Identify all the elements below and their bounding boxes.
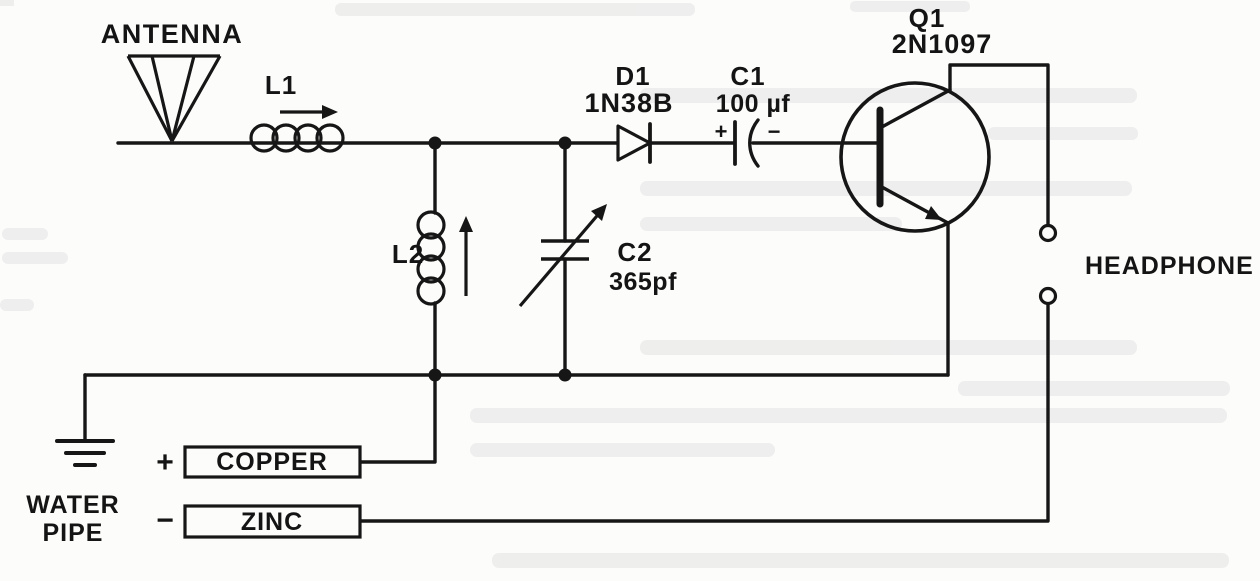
zinc-label: ZINC (241, 508, 303, 536)
d1-part-number-label: 1N38B (584, 88, 673, 118)
headphone-bottom-terminal (1038, 286, 1058, 306)
l2-coil (416, 210, 446, 306)
wire-collector-to-headphone (948, 63, 1050, 227)
zinc-electrode-box (183, 504, 362, 539)
l1-coil (249, 123, 345, 153)
wire-zinc-lead (358, 302, 1050, 523)
d1-diode (616, 122, 652, 164)
q1-ref-label: Q1 (909, 3, 946, 33)
c1-plus-label: + (715, 119, 728, 144)
c2-variable-arrow (518, 204, 607, 308)
junction-dot (558, 136, 572, 150)
copper-label: COPPER (216, 448, 328, 476)
copper-polarity-label: + (156, 446, 174, 479)
headphone-top-terminal (1038, 223, 1058, 243)
antenna-symbol (126, 54, 222, 142)
c2-value-label: 365pf (609, 268, 677, 296)
l2-label: L2 (392, 239, 424, 269)
antenna-left-side (126, 55, 174, 142)
headphone-label: HEADPHONE (1085, 252, 1254, 280)
c1-capacitor (733, 118, 760, 168)
transistor-collector-lead (878, 88, 952, 130)
junction-dot (428, 368, 442, 382)
l1-arrow (280, 105, 338, 119)
c1-negative-plate (748, 118, 760, 168)
antenna-label: ANTENNA (101, 19, 244, 49)
q1-part-number-label: 2N1097 (892, 29, 993, 59)
c1-minus-label: − (768, 119, 781, 144)
c1-ref-label: C1 (730, 61, 765, 91)
water-pipe-label-line1: WATER (26, 491, 119, 519)
junction-dots (428, 136, 572, 382)
c1-value-label: 100 µf (716, 90, 791, 118)
antenna-right-side (170, 55, 222, 142)
zinc-polarity-label: − (156, 504, 174, 537)
c2-capacitor (541, 239, 589, 261)
ground-symbol (55, 439, 115, 467)
copper-electrode-box (183, 445, 362, 479)
l2-arrow (459, 216, 473, 296)
c2-ref-label: C2 (617, 237, 652, 267)
wire-copper-lead (358, 373, 437, 464)
q1-transistor (839, 81, 991, 233)
d1-ref-label: D1 (615, 61, 650, 91)
junction-dot (558, 368, 572, 382)
water-pipe-label-line2: PIPE (43, 519, 104, 547)
d1-anode-triangle (616, 124, 652, 162)
junction-dot (428, 136, 442, 150)
antenna-inner-right (170, 55, 196, 142)
headphone-jack (1038, 223, 1058, 306)
transistor-body-circle (839, 81, 991, 233)
emitter-arrowhead (925, 206, 942, 220)
antenna-inner-left (150, 55, 174, 142)
l1-label: L1 (265, 70, 297, 100)
page-bleedthrough-ghost-text (0, 0, 1230, 568)
